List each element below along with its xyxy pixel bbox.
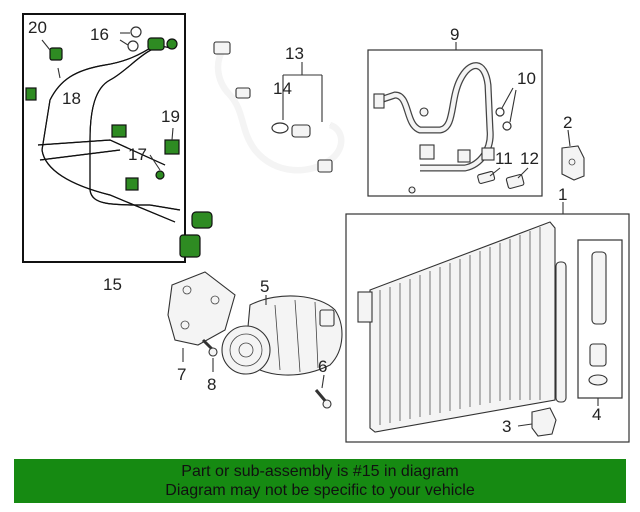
condenser-1[interactable] (345, 213, 630, 443)
callout-16: 16 (90, 25, 109, 44)
banner-line-1: Part or sub-assembly is #15 in diagram (181, 463, 459, 480)
compressor-5[interactable] (221, 295, 343, 376)
callout-3: 3 (502, 417, 511, 436)
hose-assembly-15[interactable] (25, 37, 213, 258)
callout-17: 17 (128, 145, 147, 164)
callout-18: 18 (62, 89, 81, 108)
sensor-11[interactable] (477, 170, 496, 185)
o-ring-10a (495, 107, 505, 117)
callout-2: 2 (563, 113, 572, 132)
hose-assembly-9[interactable] (373, 62, 495, 194)
o-ring-16b (127, 40, 139, 52)
assembly-4-box (577, 239, 623, 399)
callout-6: 6 (318, 357, 327, 376)
o-ring-16a (130, 26, 142, 38)
callout-15: 15 (103, 275, 122, 294)
bolt-8[interactable] (201, 338, 218, 357)
assembly-9-box (367, 49, 543, 197)
callout-7: 7 (177, 365, 186, 384)
callout-11: 11 (495, 149, 513, 168)
bracket-3[interactable] (531, 407, 557, 437)
callout-13: 13 (285, 44, 304, 63)
hose-13[interactable] (213, 41, 345, 174)
callout-5: 5 (260, 277, 269, 296)
drier-4[interactable] (588, 251, 608, 386)
o-ring-14 (271, 122, 289, 134)
callout-4: 4 (592, 405, 601, 424)
o-ring-10b (502, 121, 512, 131)
callout-8: 8 (207, 375, 216, 394)
switch-12[interactable] (505, 173, 525, 189)
banner-line-2: Diagram may not be specific to your vehi… (165, 482, 475, 499)
callout-19: 19 (161, 107, 180, 126)
bolt-6[interactable] (314, 389, 332, 409)
callout-20: 20 (28, 18, 47, 37)
assembly-15-box (22, 13, 186, 263)
bracket-7[interactable] (167, 271, 236, 346)
callout-1: 1 (558, 185, 567, 204)
info-banner: Part or sub-assembly is #15 in diagram D… (14, 459, 626, 503)
callout-12: 12 (520, 149, 539, 168)
callout-9: 9 (450, 25, 459, 44)
bracket-2[interactable] (561, 145, 585, 181)
parts-diagram: 20 16 18 19 17 15 13 14 9 10 11 12 2 1 5… (22, 13, 630, 443)
callout-10: 10 (517, 69, 536, 88)
callout-14: 14 (273, 79, 292, 98)
